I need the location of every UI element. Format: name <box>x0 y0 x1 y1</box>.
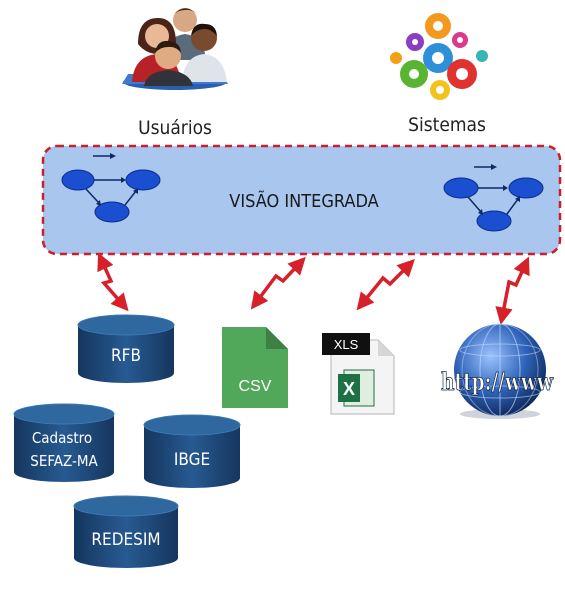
web-globe-icon: http://www <box>441 323 554 419</box>
excel-logo: X <box>343 379 355 399</box>
csv-label: CSV <box>239 378 272 395</box>
web-label: http://www <box>441 367 554 396</box>
integrated-view-label: VISÃO INTEGRADA <box>229 190 378 212</box>
csv-file-icon: CSV <box>222 327 288 408</box>
flow-diagram-right-icon <box>443 164 544 232</box>
database-cadastro-sefaz: Cadastro SEFAZ-MA <box>13 403 115 482</box>
connector-web <box>495 256 530 325</box>
integrated-view-panel <box>41 144 562 256</box>
users-label: Usuários <box>138 117 212 139</box>
database-cadastro-label: Cadastro <box>32 429 92 447</box>
xls-label: XLS <box>334 337 359 352</box>
database-ibge-label: IBGE <box>174 450 210 470</box>
database-redesim: REDESIM <box>73 495 179 568</box>
database-redesim-label: REDESIM <box>91 530 160 550</box>
database-ibge: IBGE <box>143 414 241 488</box>
connector-csv <box>250 256 306 310</box>
gears-icon <box>390 13 488 100</box>
connector-xls <box>356 259 415 311</box>
database-rfb-label: RFB <box>111 346 141 366</box>
flow-diagram-left-icon <box>61 153 161 223</box>
database-sefaz-label: SEFAZ-MA <box>30 452 98 470</box>
users-icon <box>122 8 228 90</box>
systems-label: Sistemas <box>408 114 486 136</box>
database-rfb: RFB <box>77 314 175 383</box>
connector-rfb <box>97 252 129 312</box>
xls-file-icon: XLS X <box>322 333 395 415</box>
